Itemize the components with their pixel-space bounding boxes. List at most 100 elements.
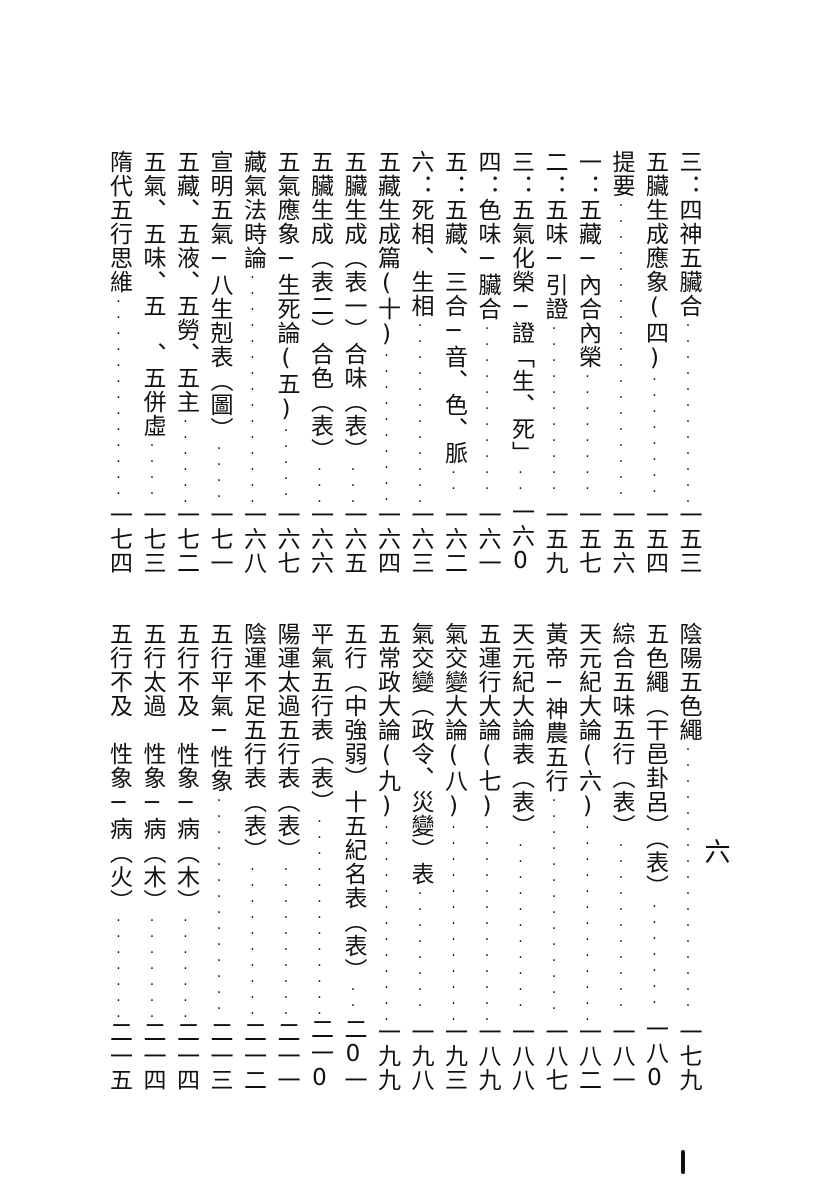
leader-dots: ········································… bbox=[505, 838, 537, 1020]
toc-entry-page: 一六六 bbox=[306, 503, 333, 575]
leader-dots: ········································… bbox=[639, 899, 671, 1018]
toc-entry-page: 一七二 bbox=[172, 503, 199, 575]
toc-entry: 五臟生成（表二）合色（表）···························… bbox=[304, 150, 336, 575]
leader-dots: ········································… bbox=[639, 372, 671, 503]
toc-entry-title: 一：五藏─內合內榮 bbox=[574, 150, 601, 369]
toc-entry-title: 五臟生成（表二）合色（表） bbox=[306, 150, 333, 462]
toc-entry-page: 一六0 bbox=[507, 500, 534, 575]
toc-entry-title: 五行（中強弱）十五紀名表（表） bbox=[340, 622, 366, 982]
toc-entry-title: 五行太過 性象─病（木） bbox=[139, 622, 165, 913]
toc-entry: 五藏、五液、五勞、五主·····························… bbox=[170, 150, 202, 575]
toc-entry-page: 一六四 bbox=[373, 503, 400, 575]
toc-entry: 氣交變（政令、災變）表·····························… bbox=[404, 622, 436, 1092]
toc-entry-title: 五藏、五液、五勞、五主 bbox=[172, 150, 199, 414]
toc-entry: 三：四神五臟合·································… bbox=[672, 150, 704, 575]
toc-entry-page: 一五七 bbox=[574, 503, 601, 575]
leader-dots: ········································… bbox=[304, 814, 336, 1017]
toc-entry-page: 一六五 bbox=[340, 503, 366, 575]
toc-entry-title: 隋代五行思維 bbox=[105, 150, 132, 294]
toc-entry-page: 一六一 bbox=[474, 503, 500, 575]
leader-dots: ········································… bbox=[237, 270, 269, 503]
toc-entry-title: 三：四神五臟合 bbox=[675, 150, 701, 318]
leader-dots: ········································… bbox=[270, 423, 302, 503]
toc-entry-page: 一六七 bbox=[273, 503, 299, 575]
toc-entry-page: 一七三 bbox=[139, 503, 165, 575]
toc-entry-title: 五臟生成（表一）合味（表） bbox=[340, 150, 366, 462]
leader-dots: ········································… bbox=[538, 321, 570, 503]
toc-entry-page: 一五四 bbox=[641, 503, 668, 575]
leader-dots: ········································… bbox=[471, 321, 503, 503]
toc-entry-page: 二一三 bbox=[206, 1020, 232, 1092]
toc-entry-page: 二一0 bbox=[306, 1017, 333, 1092]
leader-dots: ········································… bbox=[538, 793, 570, 1020]
toc-entry-page: 一八一 bbox=[608, 1020, 634, 1092]
toc-entry-page: 一五六 bbox=[608, 503, 634, 575]
toc-entry-page: 二一二 bbox=[239, 1020, 266, 1092]
leader-dots: ········································… bbox=[371, 348, 403, 503]
toc-entry-title: 五運行大論(七) bbox=[474, 622, 500, 820]
toc-entry-title: 氣交變大論(八) bbox=[440, 622, 467, 820]
toc-entry: 五：五藏、三合─音、色、脈···························… bbox=[438, 150, 470, 575]
toc-entry-page: 一八七 bbox=[541, 1020, 567, 1092]
toc-entry: 五運行大論(七)································… bbox=[471, 622, 503, 1092]
toc-entry: 五臟生成應象(四)·······························… bbox=[639, 150, 671, 575]
toc-entry: 五臟生成（表一）合味（表）···························… bbox=[337, 150, 369, 575]
leader-dots: ········································… bbox=[371, 820, 403, 1020]
toc-entry-title: 陰陽五色繩 bbox=[675, 622, 701, 742]
toc-entry: 四：色味─臟合·································… bbox=[471, 150, 503, 575]
toc-entry-title: 黃帝─神農五行 bbox=[541, 622, 567, 793]
toc-entry-page: 一九九 bbox=[373, 1020, 400, 1092]
toc-entry-title: 天元紀大論表（表） bbox=[507, 622, 534, 838]
toc-entry: 陽運太過五行表（表）······························… bbox=[270, 622, 302, 1092]
leader-dots: ········································… bbox=[304, 462, 336, 503]
toc-entry-page: 一六三 bbox=[407, 503, 433, 575]
leader-dots: ········································… bbox=[337, 982, 369, 1017]
toc-entry: 五行（中強弱）十五紀名表（表）·························… bbox=[337, 622, 369, 1092]
toc-entry-title: 五色繩（干邑卦呂）（表） bbox=[641, 622, 668, 899]
toc-entry-title: 五氣、五味、五 、五併虛 bbox=[139, 150, 165, 438]
leader-dots: ········································… bbox=[103, 294, 135, 503]
toc-entry-title: 藏氣法時論 bbox=[239, 150, 266, 270]
toc-entry-page: 二一四 bbox=[172, 1020, 199, 1092]
toc-entry-page: 一七九 bbox=[675, 1020, 701, 1092]
toc-entry-title: 四：色味─臟合 bbox=[474, 150, 500, 321]
toc-entry-page: 一八二 bbox=[574, 1020, 601, 1092]
toc-entry: 綜合五味五行（表）·······························… bbox=[605, 622, 637, 1092]
toc-entry: 五氣應象─生死論(五)·····························… bbox=[270, 150, 302, 575]
toc-entry: 陰陽五色繩···································… bbox=[672, 622, 704, 1092]
toc-entry-page: 二一一 bbox=[273, 1020, 299, 1092]
leader-dots: ········································… bbox=[136, 438, 168, 503]
toc-entry: 二：五味─引證·································… bbox=[538, 150, 570, 575]
toc-entry: 天元紀大論(六)································… bbox=[572, 622, 604, 1092]
toc-entry-page: 一八0 bbox=[641, 1017, 668, 1092]
leader-dots: ········································… bbox=[471, 820, 503, 1020]
page-marker: 六 bbox=[700, 838, 730, 864]
leader-dots: ········································… bbox=[170, 913, 202, 1020]
toc-entry-title: 五氣應象─生死論(五) bbox=[273, 150, 299, 423]
toc-entry-page: 一九三 bbox=[440, 1020, 467, 1092]
toc-entry-page: 一六二 bbox=[440, 503, 467, 575]
toc-entry: 五行平氣─性象·································… bbox=[203, 622, 235, 1092]
leader-dots: ········································… bbox=[270, 862, 302, 1020]
leader-dots: ········································… bbox=[170, 414, 202, 503]
toc-entry: 五行不及 性象─病（火）····························… bbox=[103, 622, 135, 1092]
toc-entry: 氣交變大論(八)································… bbox=[438, 622, 470, 1092]
leader-dots: ········································… bbox=[136, 913, 168, 1020]
toc-entry-title: 六：死相、生相 bbox=[407, 150, 433, 318]
toc-entry: 三：五氣化榮─證「生、死」···························… bbox=[505, 150, 537, 575]
toc-entry: 五行太過 性象─病（木）····························… bbox=[136, 622, 168, 1092]
leader-dots: ········································… bbox=[672, 742, 704, 1020]
toc-entry-title: 氣交變（政令、災變）表 bbox=[407, 622, 433, 886]
toc-entry-title: 宣明五氣─八生剋表（圖） bbox=[206, 150, 232, 441]
toc-entry: 天元紀大論表（表）·······························… bbox=[505, 622, 537, 1092]
toc-entry: 五氣、五味、五 、五併虛····························… bbox=[136, 150, 168, 575]
toc-entry: 陰運不足五行表（表）······························… bbox=[237, 622, 269, 1092]
toc-entry-title: 五：五藏、三合─音、色、脈 bbox=[440, 150, 467, 465]
toc-entry-page: 一五三 bbox=[675, 503, 701, 575]
toc-entry: 藏氣法時論···································… bbox=[237, 150, 269, 575]
leader-dots: ········································… bbox=[505, 465, 537, 500]
toc-entry-title: 五行不及 性象─病（火） bbox=[105, 622, 132, 913]
toc-entry-page: 一六八 bbox=[239, 503, 266, 575]
leader-dots: ········································… bbox=[605, 838, 637, 1020]
toc-entry-page: 二一五 bbox=[105, 1020, 132, 1092]
